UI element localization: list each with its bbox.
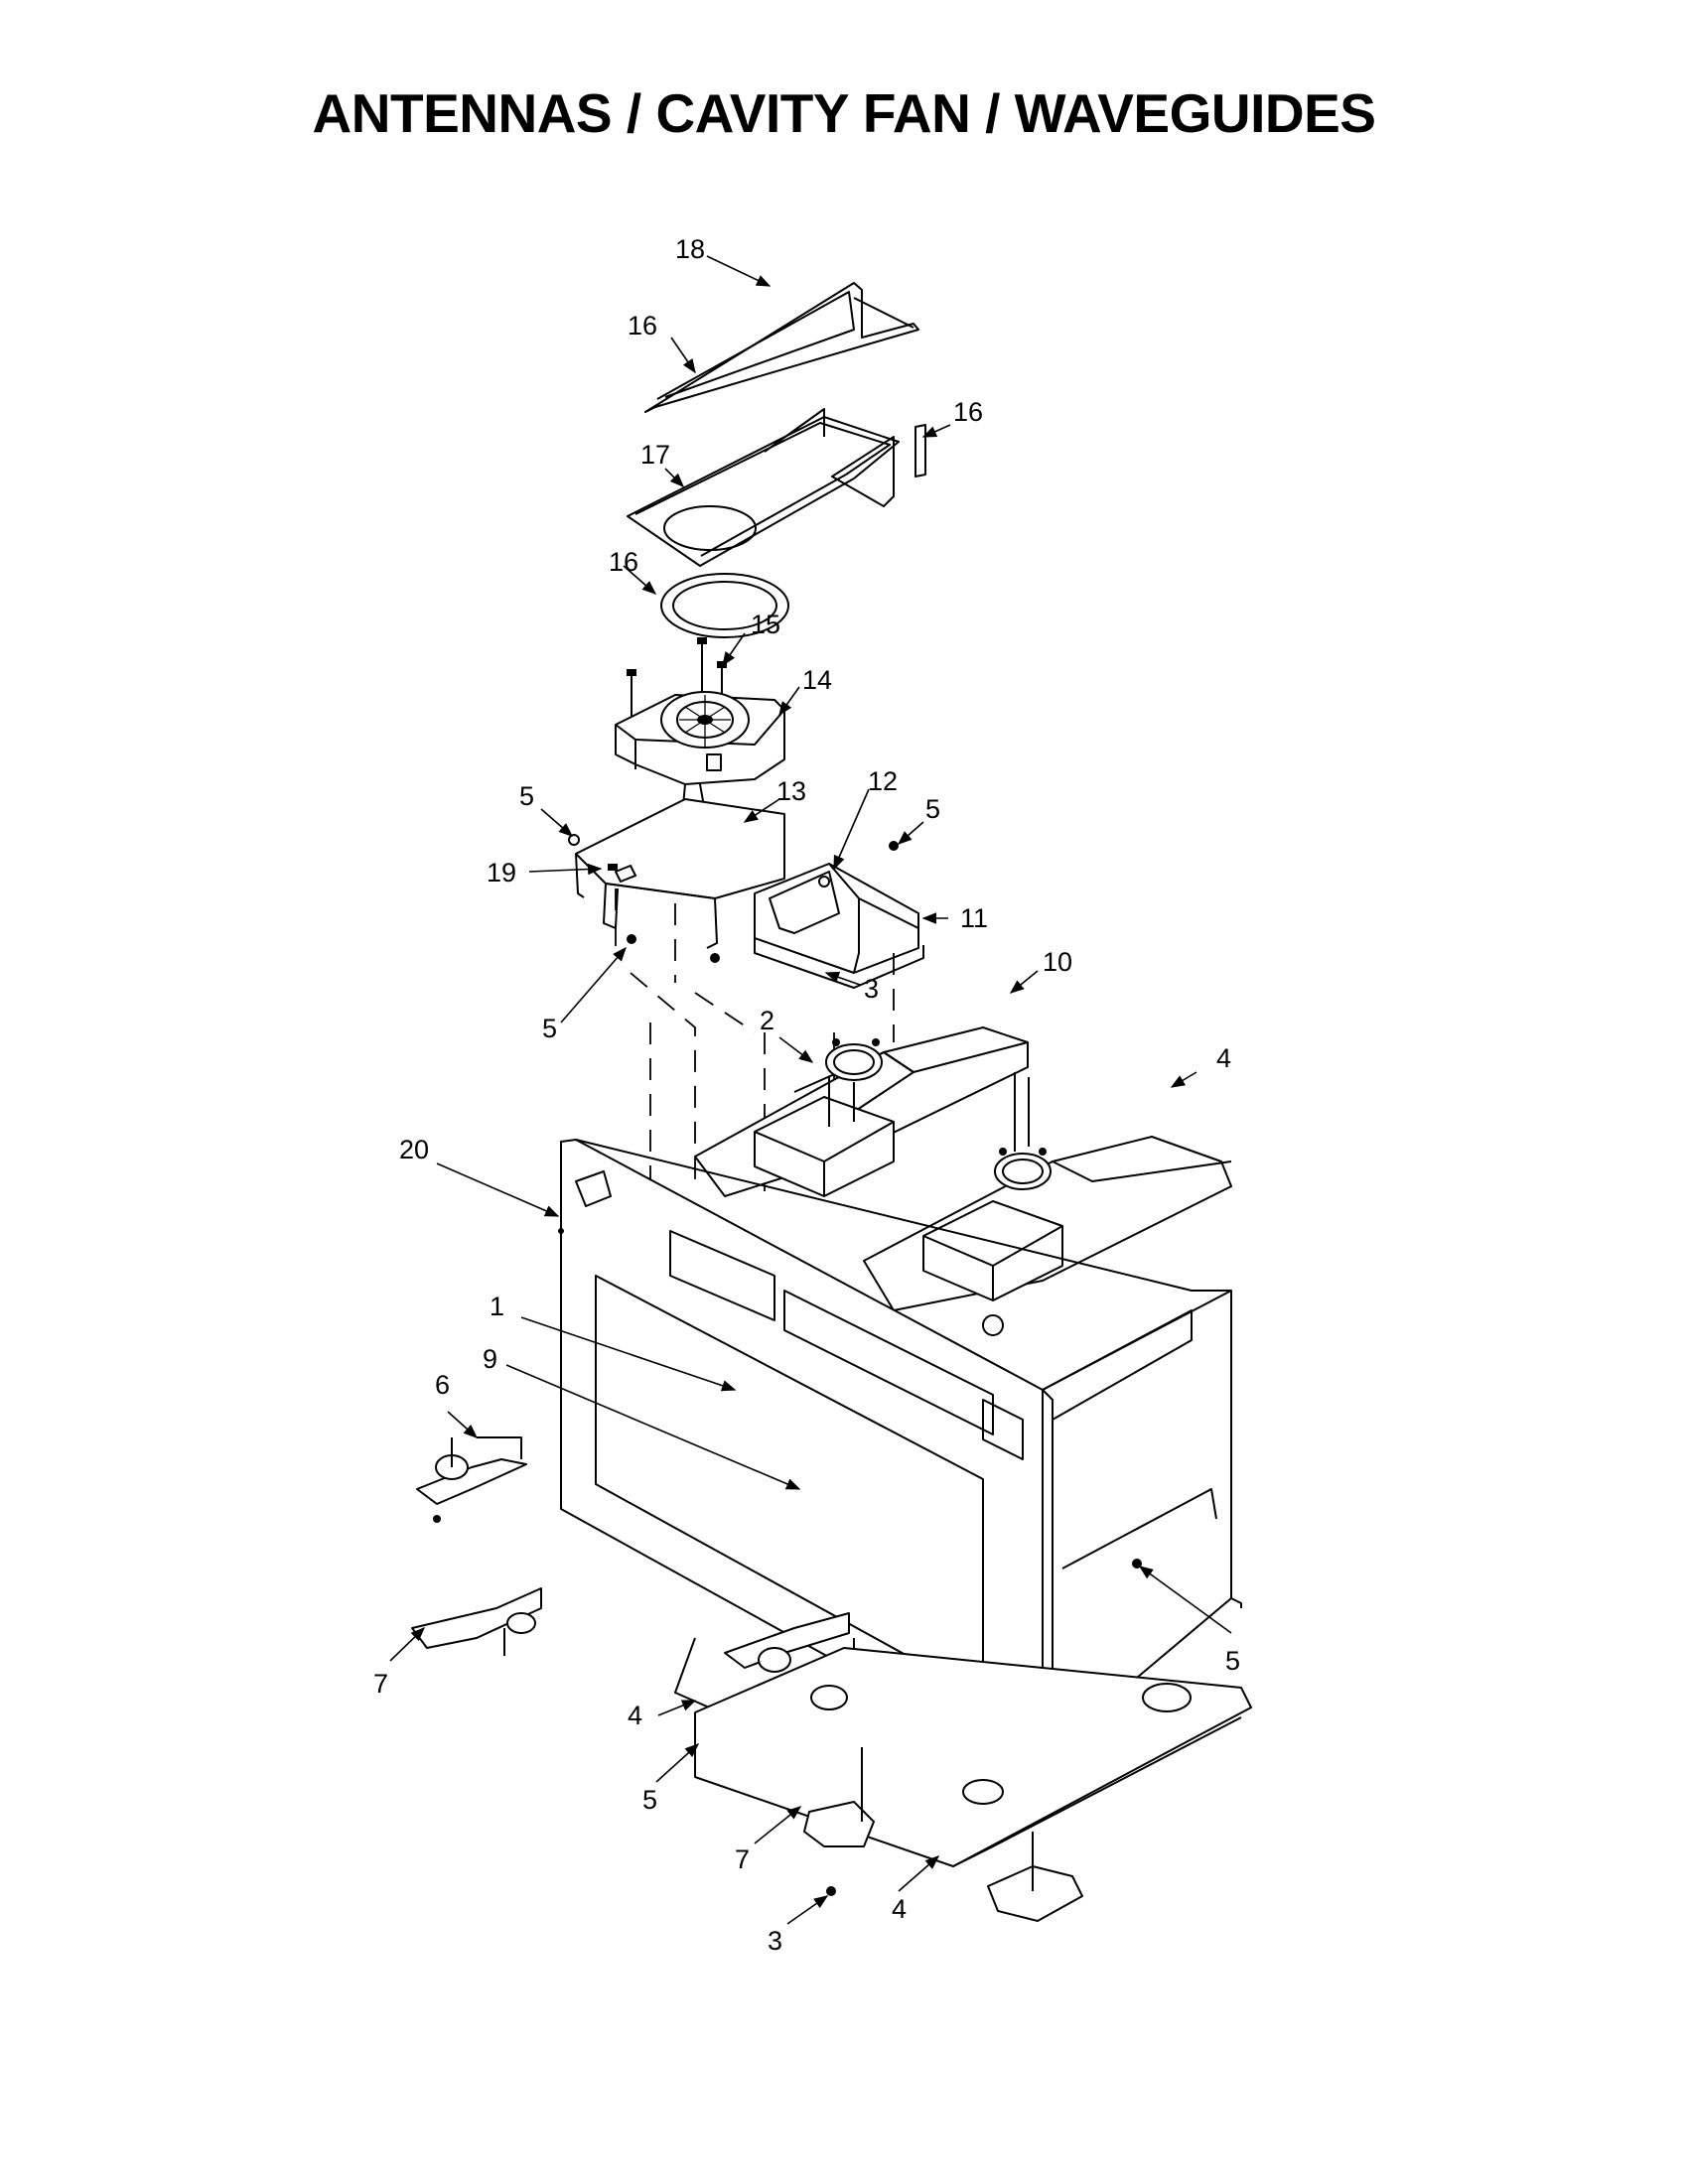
callout-4b: 4	[628, 1701, 642, 1730]
callout-6: 6	[435, 1370, 450, 1400]
bottom-waveguide	[694, 1647, 1252, 1867]
callout-15: 15	[751, 610, 780, 639]
callout-19: 19	[487, 858, 516, 887]
waveguide-upper-right	[863, 1072, 1232, 1336]
callout-4c: 4	[892, 1894, 907, 1924]
callout-7a: 7	[373, 1669, 388, 1699]
callout-16a: 16	[628, 311, 657, 341]
callout-labels: 18 16 16 17 16 15 14 13 12 5 5 19 11 5 3…	[373, 234, 1240, 1956]
callout-12: 12	[868, 766, 898, 796]
callout-7b: 7	[735, 1844, 750, 1874]
callout-16b: 16	[953, 397, 983, 427]
callout-13: 13	[776, 776, 806, 806]
fan-housing	[754, 841, 924, 989]
callout-3b: 3	[768, 1926, 782, 1956]
callout-5a: 5	[519, 781, 534, 811]
callout-9: 9	[483, 1344, 497, 1374]
stirrer-bracket-6	[416, 1436, 527, 1523]
leader-lines	[389, 255, 1232, 1925]
gasket-ring	[660, 573, 789, 638]
callout-5c: 5	[542, 1014, 557, 1043]
gasket-strip	[914, 424, 926, 478]
callout-14: 14	[802, 665, 832, 695]
callout-17: 17	[640, 440, 670, 470]
callout-5b: 5	[925, 794, 940, 824]
callout-5e: 5	[642, 1785, 657, 1815]
antenna-plate-7	[411, 1587, 542, 1656]
callout-18: 18	[675, 234, 705, 264]
callout-3a: 3	[864, 974, 879, 1004]
bottom-antenna-right	[987, 1832, 1083, 1922]
cavity-fan	[615, 691, 785, 836]
air-duct-plate	[627, 408, 900, 567]
callout-1: 1	[490, 1292, 504, 1321]
callout-10: 10	[1043, 947, 1072, 977]
callout-5d: 5	[1225, 1646, 1240, 1676]
bottom-antenna-left	[803, 1747, 875, 1896]
callout-11: 11	[960, 903, 988, 933]
lower-stirrer	[724, 1612, 850, 1673]
fan-bracket	[568, 798, 785, 963]
frame-gasket-top	[644, 282, 919, 413]
callout-2: 2	[760, 1006, 774, 1035]
callout-16c: 16	[609, 547, 638, 577]
callout-20: 20	[399, 1135, 429, 1164]
waveguide-upper-left	[694, 1026, 1029, 1197]
page-title: ANTENNAS / CAVITY FAN / WAVEGUIDES	[312, 82, 1376, 144]
callout-4a: 4	[1216, 1043, 1231, 1073]
